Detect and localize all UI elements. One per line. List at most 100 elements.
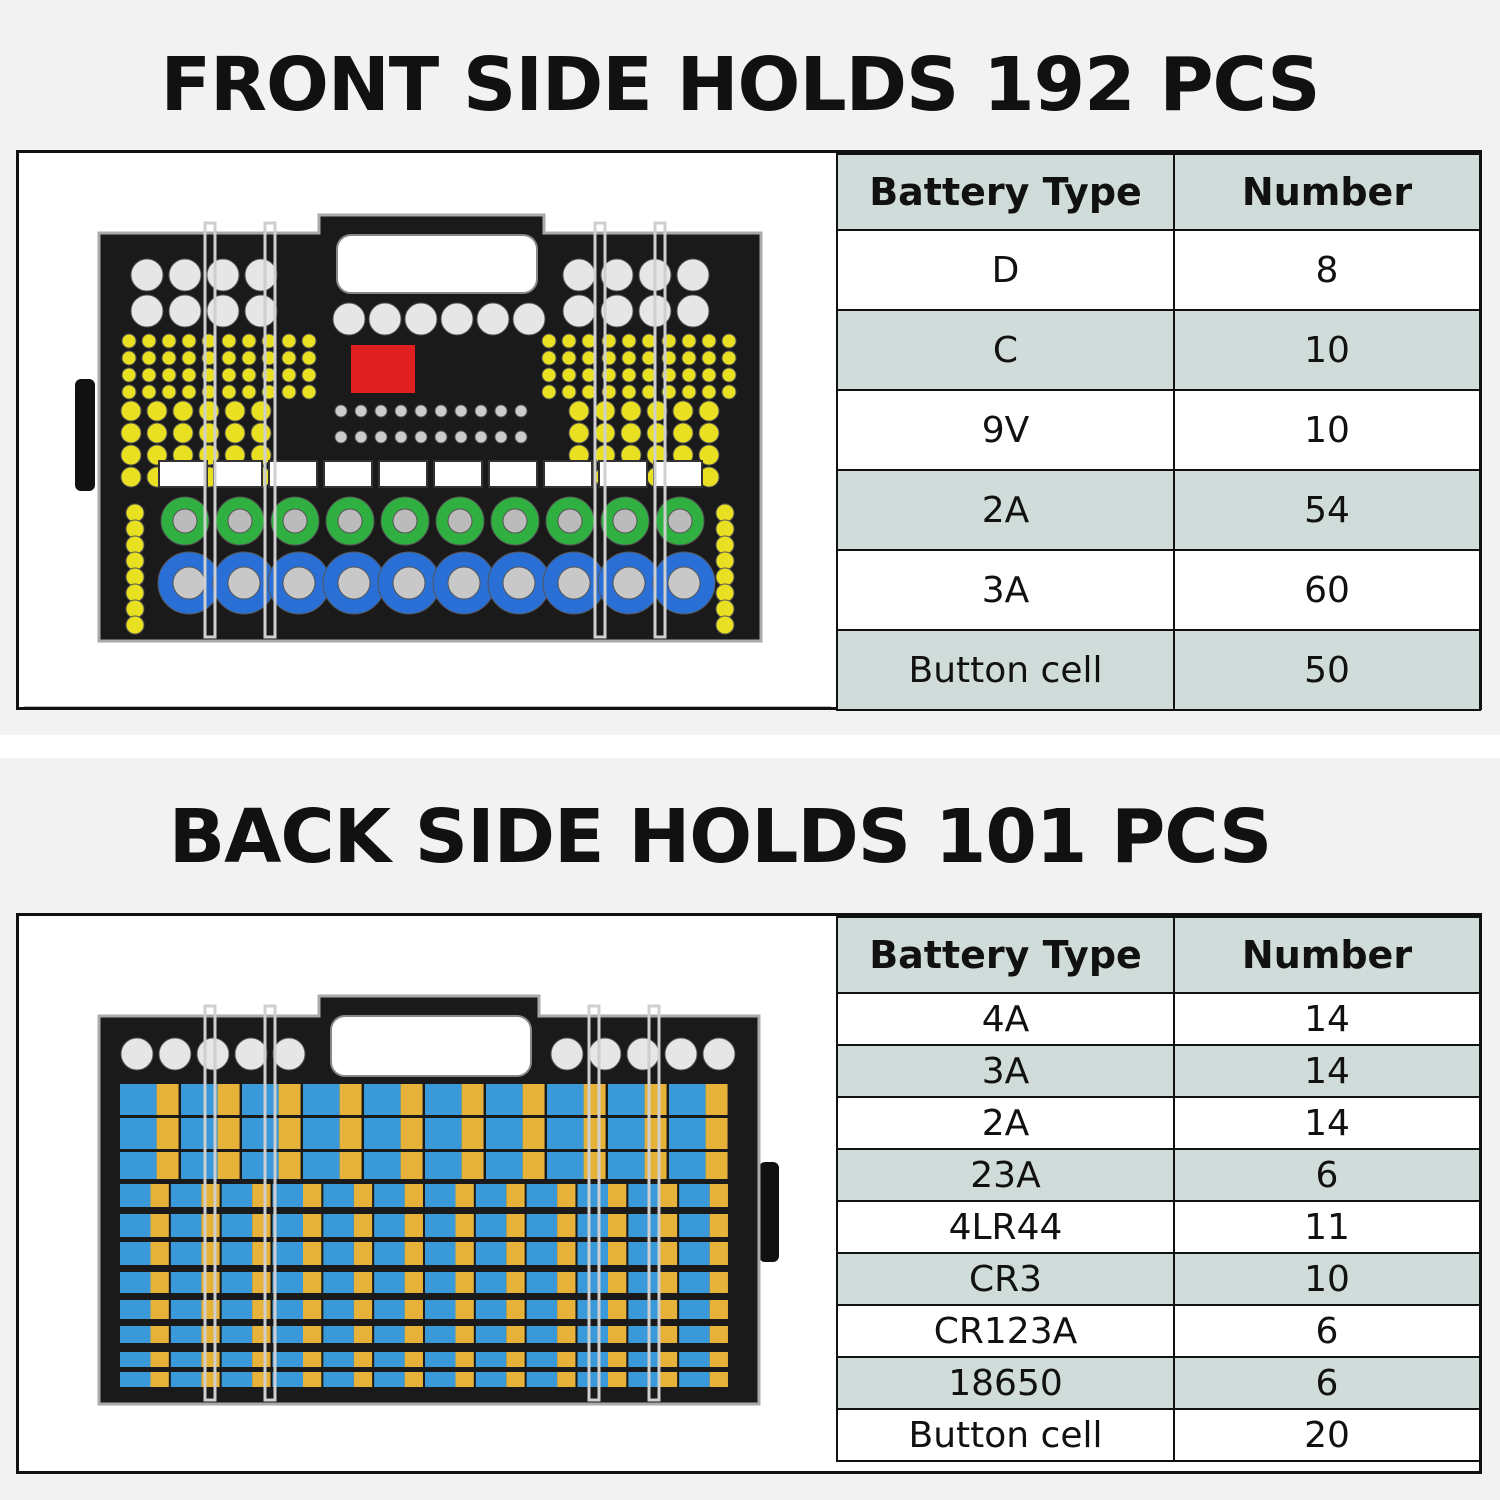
battery-cell (709, 1326, 728, 1343)
battery-cell (120, 1152, 157, 1179)
battery-cell (120, 466, 142, 488)
battery-cell (252, 1242, 271, 1265)
battery-cell (181, 367, 197, 383)
battery-cell (494, 430, 508, 444)
battery-cell (303, 1272, 322, 1293)
header-number: Number (1173, 153, 1481, 231)
battery-cell (168, 294, 202, 328)
battery-cell (125, 599, 145, 619)
battery-type-cell: 18650 (836, 1356, 1175, 1410)
carry-handle (336, 234, 538, 294)
battery-cell (526, 1242, 558, 1265)
battery-cell (170, 1300, 202, 1319)
battery-cell (224, 422, 246, 444)
battery-cell (667, 566, 701, 600)
battery-cell (221, 1184, 253, 1207)
battery-cell (392, 508, 418, 534)
battery-cell (172, 400, 194, 422)
battery-cell (433, 460, 483, 488)
battery-cell (557, 1372, 576, 1387)
battery-cell (658, 1272, 678, 1293)
battery-cell (244, 294, 278, 328)
battery-type-cell: 23A (836, 1148, 1175, 1202)
battery-cell (241, 384, 257, 400)
battery-cell (125, 567, 145, 587)
battery-cell (502, 508, 528, 534)
battery-cell (374, 1300, 405, 1319)
battery-type-cell: 9V (836, 389, 1175, 471)
battery-cell (664, 1037, 698, 1071)
battery-cell (303, 1184, 322, 1207)
battery-cell (221, 1300, 253, 1319)
battery-cell (506, 1326, 525, 1343)
number-cell: 14 (1173, 1096, 1481, 1150)
battery-cell (404, 1372, 423, 1387)
battery-cell (701, 350, 717, 366)
battery-cell (221, 1372, 253, 1387)
number-cell: 11 (1173, 1200, 1481, 1254)
battery-cell (272, 1037, 306, 1071)
battery-cell (227, 508, 253, 534)
back-heading: BACK SIDE HOLDS 101 PCS (168, 794, 1273, 880)
battery-cell (455, 1372, 474, 1387)
battery-cell (698, 422, 720, 444)
battery-cell (120, 1184, 151, 1207)
battery-cell (679, 1272, 710, 1293)
battery-cell (172, 422, 194, 444)
battery-cell (425, 1184, 456, 1207)
battery-cell (150, 1300, 169, 1319)
battery-cell (244, 258, 278, 292)
battery-cell (339, 1118, 362, 1149)
battery-type-cell: Button cell (836, 1408, 1175, 1462)
battery-cell (620, 422, 642, 444)
battery-type-cell: CR123A (836, 1304, 1175, 1358)
battery-cell (506, 1184, 525, 1207)
battery-cell (323, 460, 373, 488)
battery-cell (658, 1372, 678, 1387)
battery-cell (250, 400, 272, 422)
battery-cell (621, 333, 637, 349)
battery-cell (364, 1084, 401, 1115)
battery-cell (608, 1214, 627, 1237)
battery-cell (323, 1300, 354, 1319)
number-cell: 60 (1173, 549, 1481, 631)
battery-cell (608, 1326, 627, 1343)
battery-cell (374, 430, 388, 444)
battery-cell (425, 1242, 456, 1265)
battery-cell (146, 422, 168, 444)
battery-cell (150, 1272, 169, 1293)
battery-cell (158, 1037, 192, 1071)
number-cell: 6 (1173, 1148, 1481, 1202)
battery-cell (170, 1272, 202, 1293)
battery-cell (374, 404, 388, 418)
battery-cell (526, 1214, 558, 1237)
number-cell: 14 (1173, 1044, 1481, 1098)
battery-type-cell: D (836, 229, 1175, 311)
battery-cell (364, 1152, 401, 1179)
clear-strap (653, 221, 667, 639)
battery-cell (455, 1184, 474, 1207)
number-cell: 8 (1173, 229, 1481, 311)
battery-cell (658, 1300, 678, 1319)
battery-cell (425, 1300, 456, 1319)
battery-cell (221, 1242, 253, 1265)
battery-cell (404, 302, 438, 336)
battery-cell (168, 258, 202, 292)
battery-cell (455, 1300, 474, 1319)
battery-cell (526, 1372, 558, 1387)
battery-cell (721, 350, 737, 366)
battery-cell (181, 350, 197, 366)
battery-cell (562, 258, 596, 292)
battery-cell (557, 1214, 576, 1237)
battery-cell (577, 1242, 608, 1265)
battery-cell (323, 1372, 354, 1387)
battery-cell (608, 1242, 627, 1265)
battery-cell (628, 1184, 659, 1207)
battery-cell (392, 566, 426, 600)
